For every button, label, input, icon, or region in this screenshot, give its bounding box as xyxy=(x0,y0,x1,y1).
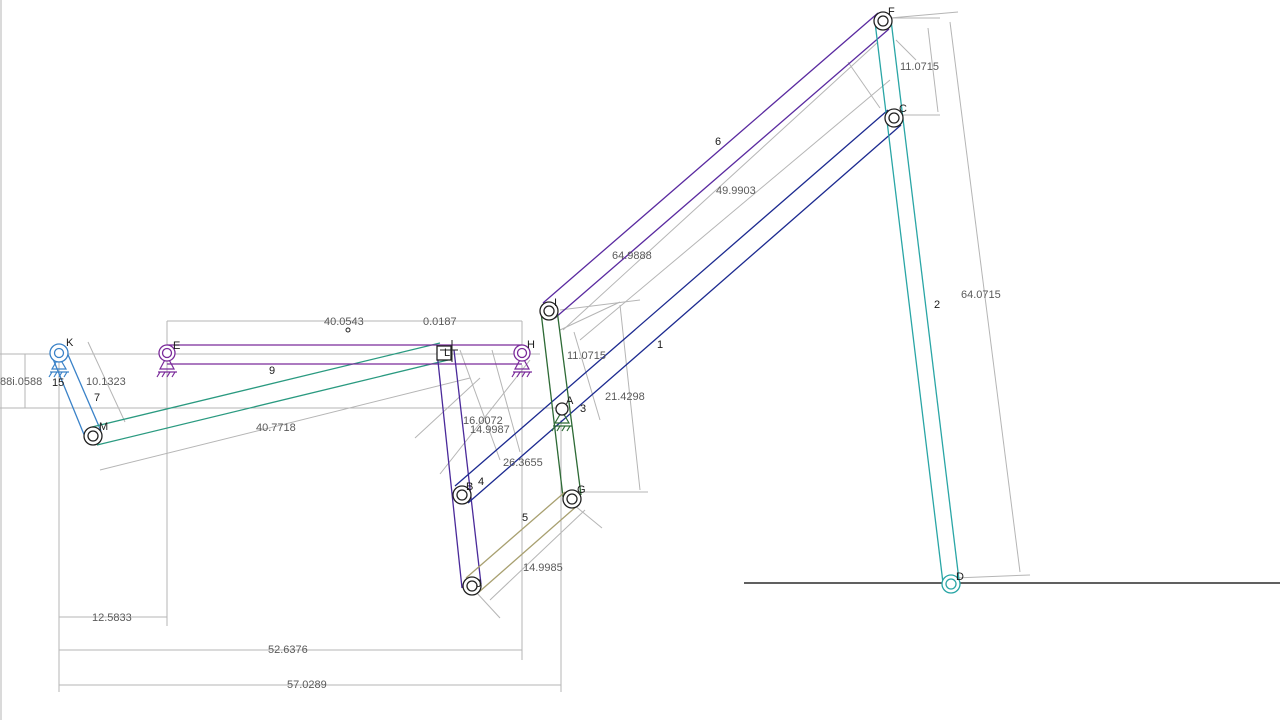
link-1 xyxy=(454,109,902,504)
joint-a xyxy=(555,402,569,416)
dim-64-9888: 64.9888 xyxy=(612,250,652,262)
link-label-6: 6 xyxy=(715,136,721,148)
joint-label-k: K xyxy=(66,337,74,349)
joint-h xyxy=(513,344,531,362)
link-labels: 1 2 3 4 5 6 7 9 15 xyxy=(52,136,940,524)
dim-12-5833: 12.5833 xyxy=(92,612,132,624)
links xyxy=(50,12,960,593)
dim-11-0715-top: 11.0715 xyxy=(900,61,939,73)
joint-i xyxy=(539,301,559,321)
dim-14-xxx: 14.9987 xyxy=(470,424,510,436)
joint-label-e: E xyxy=(173,340,180,352)
joint-label-i: I xyxy=(554,297,557,309)
joint-label-g: G xyxy=(577,484,586,496)
dim-14-9985: 14.9985 xyxy=(523,562,563,574)
joint-label-d: D xyxy=(956,571,964,583)
joint-label-b: B xyxy=(466,481,473,493)
link-6 xyxy=(542,12,890,319)
link-5 xyxy=(465,491,579,593)
joint-k xyxy=(49,343,69,363)
link-9 xyxy=(167,344,522,365)
dim-40-7718: 40.7718 xyxy=(256,422,296,434)
link-2 xyxy=(874,19,960,584)
ground-support-a xyxy=(551,409,572,432)
dim-0-0187: 0.0187 xyxy=(423,316,457,328)
dim-57-0289: 57.0289 xyxy=(287,679,327,691)
joint-b xyxy=(452,485,472,505)
link-15 xyxy=(50,349,102,438)
dim-11-0715-mid: 11.0715 xyxy=(567,350,606,362)
link-label-1: 1 xyxy=(657,339,663,351)
joint-j xyxy=(462,576,482,596)
ground-support-k xyxy=(48,355,69,378)
joint-f xyxy=(873,11,893,31)
ground-support-h xyxy=(511,354,532,378)
link-label-9: 9 xyxy=(269,365,275,377)
joint-label-l: L xyxy=(444,347,450,359)
link-label-4: 4 xyxy=(478,476,484,488)
joint-label-h: H xyxy=(527,339,535,351)
dim-40-0543: 40.0543 xyxy=(324,316,364,328)
link-7 xyxy=(91,342,449,446)
joint-label-m: M xyxy=(99,421,108,433)
joint-label-c: C xyxy=(899,103,907,115)
dimension-lines xyxy=(0,0,1031,720)
dim-52-6376: 52.6376 xyxy=(268,644,308,656)
link-3 xyxy=(540,309,582,498)
link-label-15: 15 xyxy=(52,377,64,389)
joint-c xyxy=(884,108,904,128)
joint-label-a: A xyxy=(566,395,574,407)
dim-16-0072: 16.0072 xyxy=(463,415,503,427)
ground-supports xyxy=(48,354,572,432)
dim-26-3655: 26.3655 xyxy=(503,457,543,469)
point-marker xyxy=(345,327,351,333)
dim-21-4298: 21.4298 xyxy=(605,391,645,403)
ground-support-e xyxy=(156,354,177,378)
joint-l xyxy=(436,340,458,362)
joint-label-j: J xyxy=(476,578,482,590)
link-label-3: 3 xyxy=(580,403,586,415)
dimension-labels: 57.0289 52.6376 12.5833 40.0543 0.0187 1… xyxy=(0,61,1001,691)
joint-label-f: F xyxy=(888,6,895,18)
joint-d xyxy=(941,574,961,594)
joint-m xyxy=(83,426,103,446)
link-label-7: 7 xyxy=(94,392,100,404)
joint-e xyxy=(158,344,176,362)
link-label-2: 2 xyxy=(934,299,940,311)
dim-left-vertical: 88i.0588 xyxy=(0,376,42,388)
joint-g xyxy=(562,489,582,509)
dim-49-9903: 49.9903 xyxy=(716,185,756,197)
joints xyxy=(49,11,961,596)
link-label-5: 5 xyxy=(522,512,528,524)
dim-10-1323: 10.1323 xyxy=(86,376,126,388)
joint-labels: K E L H M I A B G J F C D xyxy=(66,6,964,590)
dim-64-0715: 64.0715 xyxy=(961,289,1001,301)
link-4 xyxy=(436,349,482,589)
